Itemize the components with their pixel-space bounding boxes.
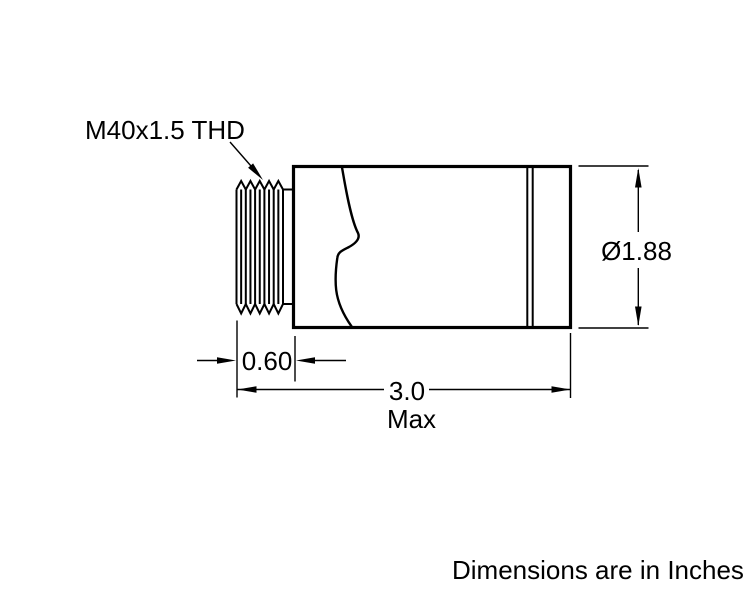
body-contour-line [334, 166, 360, 328]
overall-length-dimension: 3.0 Max [237, 333, 572, 434]
diameter-dimension: Ø1.88 [578, 165, 672, 329]
thread-flank-lines [235, 189, 284, 304]
thread-callout-label: M40x1.5 THD [85, 115, 245, 145]
units-footnote: Dimensions are in Inches [452, 555, 744, 585]
leader-line [229, 141, 252, 167]
diameter-arrowhead-down-icon [635, 306, 642, 326]
thread-length-dim-text: 0.60 [242, 346, 293, 376]
thread-length-arrowhead-left-icon [296, 357, 315, 364]
diameter-dim-text: Ø1.88 [601, 236, 672, 266]
thread-section [235, 178, 293, 316]
thread-length-arrowhead-right-icon [217, 357, 236, 364]
overall-length-arrowhead-left-icon [237, 386, 257, 393]
overall-length-arrowhead-right-icon [551, 386, 571, 393]
body-section [291, 164, 573, 330]
thread-length-dimension: 0.60 [197, 320, 346, 398]
thread-crest-top [235, 178, 293, 192]
overall-length-qualifier-text: Max [387, 404, 436, 434]
overall-length-dim-text: 3.0 [389, 376, 425, 406]
thread-crest-bottom [235, 301, 293, 316]
body-outline [291, 164, 573, 330]
diameter-arrowhead-up-icon [635, 168, 642, 188]
leader-arrowhead-icon [248, 163, 263, 180]
thread-callout: M40x1.5 THD [85, 115, 263, 180]
